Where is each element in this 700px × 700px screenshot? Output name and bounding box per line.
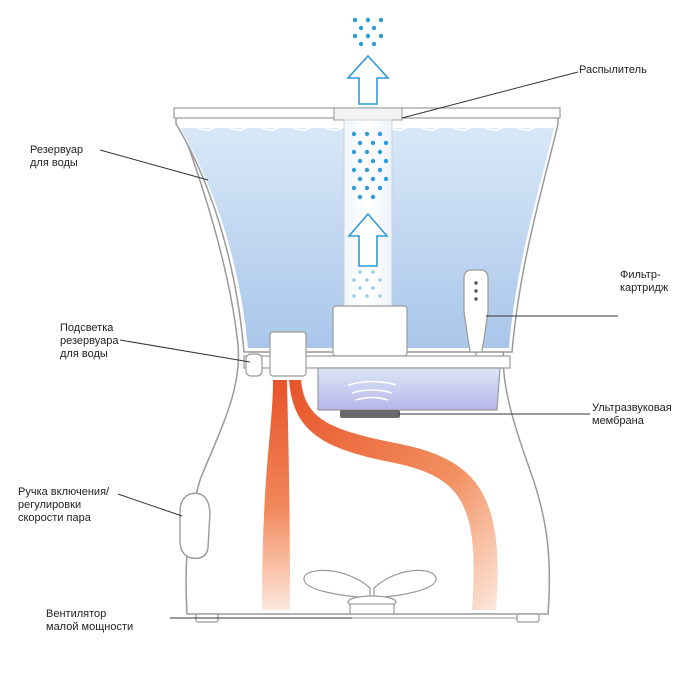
label-filter: Фильтр- картридж	[620, 269, 669, 294]
air-flow-left	[262, 380, 290, 610]
ultrasonic-waves	[347, 380, 397, 401]
mist-dots-column	[351, 131, 389, 200]
fan	[303, 569, 437, 615]
label-reservoir: Резервуар для воды	[30, 144, 84, 169]
label-atomizer: Распылитель	[579, 64, 647, 76]
label-backlight: Подсветка резервуара для воды	[60, 322, 119, 360]
label-membrane: Ультразвуковая мембрана	[592, 402, 672, 427]
mist-arrow-column	[347, 212, 389, 267]
lower-water-chamber	[317, 367, 501, 411]
air-flow-right	[289, 380, 498, 610]
label-knob: Ручка включения/ регулировки скорости па…	[18, 486, 110, 524]
mist-arrow-top	[346, 54, 390, 105]
air-duct-head	[269, 331, 307, 377]
mist-dots-top	[352, 17, 384, 47]
leader-lines	[99, 71, 618, 619]
ultrasonic-membrane	[340, 410, 400, 418]
mist-dots-lower	[352, 270, 382, 298]
column-base	[332, 305, 408, 357]
housing-foot-right	[516, 613, 540, 623]
label-fan: Вентилятор малой мощности	[46, 608, 134, 633]
atomizer-nozzle	[333, 107, 403, 121]
control-knob	[179, 492, 211, 559]
backlight-lamp	[245, 353, 263, 377]
